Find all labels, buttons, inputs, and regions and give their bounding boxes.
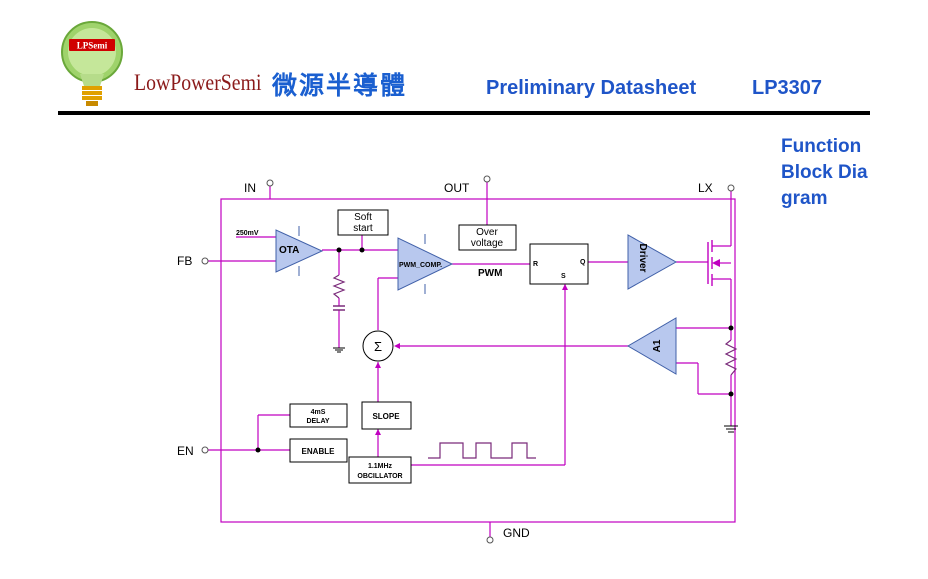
mosfet-arrow-icon: [712, 259, 720, 267]
signal-wires: [207, 181, 736, 537]
brand-name-chinese: 微源半導體: [272, 71, 408, 100]
oscillator-block: [348, 456, 412, 484]
oscillator-label-1: 1.1MHz: [368, 463, 393, 470]
over-voltage-block: [458, 224, 517, 251]
junction-dots: [255, 247, 734, 453]
pin-label-lx: LX: [698, 181, 713, 195]
enable-block: [289, 438, 348, 463]
slope-block: [361, 401, 412, 430]
pwm-comparator: [397, 237, 454, 291]
page-header: LPSemi LowPowerSemi 微源半導體 Preliminary Da…: [0, 0, 928, 118]
ground-symbol-icon: [724, 425, 738, 433]
logo-badge-text: LPSemi: [77, 41, 108, 51]
latch-s-label: S: [561, 273, 566, 280]
summer-symbol: Σ: [374, 339, 382, 354]
part-number: LP3307: [752, 77, 823, 99]
soft-start-block: [337, 209, 389, 236]
delay-block: [289, 403, 348, 428]
brand-name-english: LowPowerSemi: [134, 70, 262, 95]
clock-waveform: [428, 442, 536, 459]
soft-start-label-2: start: [353, 223, 373, 234]
pin-label-gnd: GND: [503, 526, 530, 540]
ground-symbol-icon: [333, 347, 345, 353]
rs-latch-block: [529, 243, 589, 285]
driver-label: Driver: [637, 244, 648, 273]
ota-amplifier: [275, 229, 324, 273]
over-voltage-label-1: Over: [476, 227, 498, 238]
over-voltage-label-2: voltage: [471, 238, 504, 249]
oscillator-label-2: OBCILLATOR: [357, 473, 402, 480]
driver-buffer: [627, 234, 678, 290]
summing-node: [362, 330, 394, 362]
a1-label: A1: [652, 339, 663, 352]
latch-q-label: Q: [580, 259, 586, 266]
delay-label-2: DELAY: [306, 418, 329, 425]
delay-label-1: 4mS: [311, 409, 326, 416]
pin-label-out: OUT: [444, 181, 470, 195]
ota-label: OTA: [279, 245, 299, 256]
pwm-label: PWM: [478, 268, 502, 279]
header-rule: [58, 111, 870, 115]
sense-resistor-icon: [724, 339, 738, 376]
soft-start-label-1: Soft: [354, 212, 372, 223]
a1-amplifier: [627, 317, 677, 375]
slope-label: SLOPE: [372, 412, 400, 421]
pin-label-fb: FB: [177, 254, 192, 268]
enable-label: ENABLE: [302, 447, 336, 456]
latch-r-label: R: [533, 261, 538, 268]
section-title: Function Block Diagram: [781, 136, 868, 209]
pwm-comp-label: PWM_COMP.: [399, 262, 442, 269]
pin-label-in: IN: [244, 181, 256, 195]
document-type: Preliminary Datasheet: [486, 77, 697, 99]
pin-terminals: [201, 175, 735, 544]
pin-label-en: EN: [177, 444, 194, 458]
ref-voltage-label: 250mV: [236, 230, 259, 237]
comp-resistor-icon: [332, 274, 346, 299]
lightbulb-logo-icon: LPSemi: [61, 21, 123, 106]
power-mosfet-icon: [707, 240, 713, 286]
